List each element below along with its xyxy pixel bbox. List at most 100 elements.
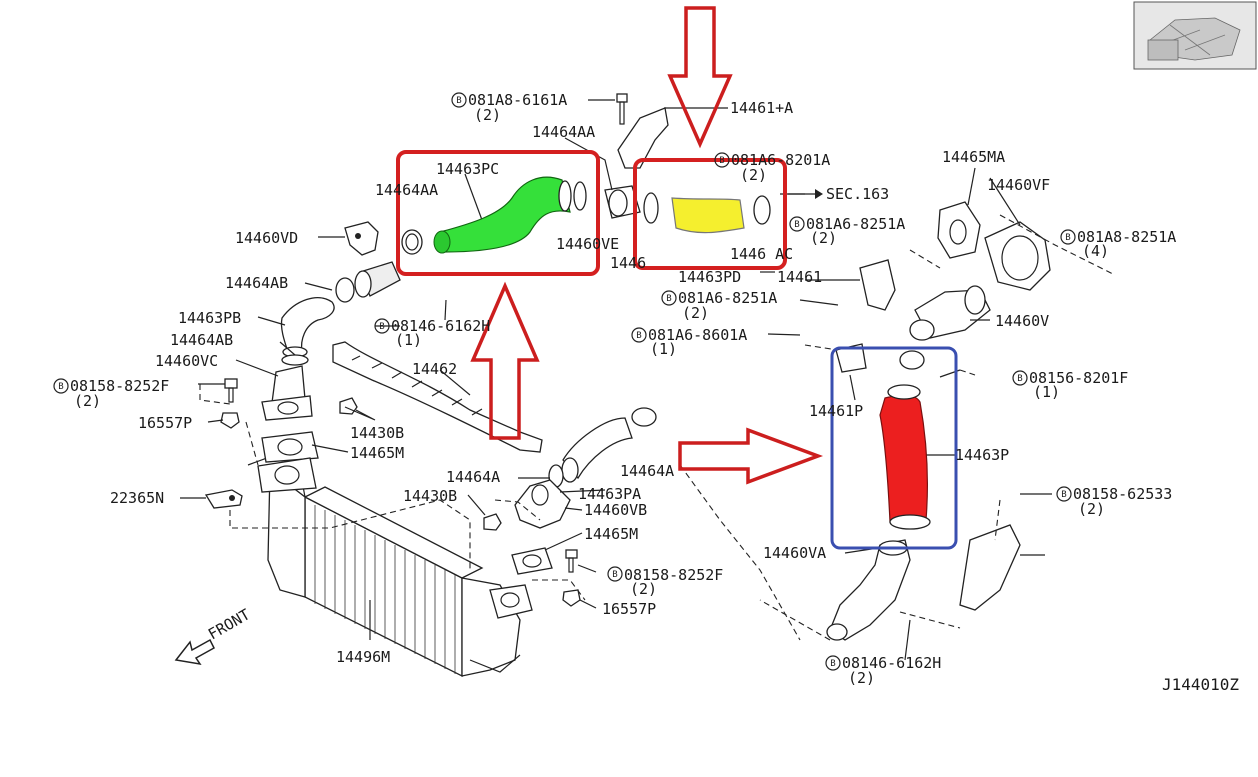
label-14464aa-top: 14464AA <box>532 123 595 141</box>
pipe-14460vc <box>261 365 313 421</box>
label-sec163: SEC.163 <box>826 185 889 203</box>
sensor-22365n <box>204 489 243 509</box>
bolt-08158-8252f-left <box>224 378 238 403</box>
label-081a8-8251a-qty: (4) <box>1082 242 1109 260</box>
label-14460vd: 14460VD <box>235 229 298 247</box>
label-08158-62533: 08158-62533 <box>1073 485 1172 503</box>
bolt-symbol-letters: BB BB BB BB BB BB <box>58 96 1070 669</box>
label-08146-6162h-bottom-qty: (2) <box>848 669 875 687</box>
label-14463pb: 14463PB <box>178 309 241 327</box>
svg-text:B: B <box>379 322 384 332</box>
label-08146-6162h-top-qty: (1) <box>395 331 422 349</box>
svg-text:B: B <box>1065 233 1070 243</box>
label-14430b-top: 14430B <box>350 424 404 442</box>
label-081a6-8251a-left-qty: (2) <box>682 304 709 322</box>
clamp-14464a-right <box>631 407 657 427</box>
label-14464a-mid: 14464A <box>446 468 500 486</box>
hose-14463pc-body <box>439 176 571 253</box>
label-14461p: 14461P <box>809 402 863 420</box>
label-14460v: 14460V <box>995 312 1049 330</box>
gasket-14465ma <box>937 201 981 259</box>
label-14464a-right: 14464A <box>620 462 674 480</box>
label-14460vb: 14460VB <box>584 501 647 519</box>
diagram-code: J144010Z <box>1162 675 1239 694</box>
svg-text:B: B <box>456 96 461 106</box>
bracket-14461 <box>859 259 896 311</box>
heat-shield <box>959 524 1045 611</box>
label-14464aa: 14464AA <box>375 181 438 199</box>
nut-16557p-left <box>220 412 240 429</box>
label-08158-8252f-mid: 08158-8252F <box>624 566 723 584</box>
label-08156-8201f: 08156-8201F <box>1029 369 1128 387</box>
hose-14463pb <box>280 297 335 358</box>
label-08146-6162h-bottom: 08146-6162H <box>842 654 941 672</box>
hose-14463p-body <box>879 394 929 523</box>
label-14463pd: 14463PD <box>678 268 741 286</box>
bracket-14461p <box>835 343 867 373</box>
label-14461: 14461 <box>777 268 822 286</box>
highlight-box-red-hose <box>830 346 958 550</box>
label-08158-8252f-mid-qty: (2) <box>630 580 657 598</box>
connector-14460vd <box>354 261 401 298</box>
dashed-lines <box>199 214 1116 641</box>
svg-text:B: B <box>1061 490 1066 500</box>
hose-14463pd-body <box>671 197 745 234</box>
label-14460va: 14460VA <box>763 544 826 562</box>
sec163-arrow <box>788 189 823 199</box>
svg-text:B: B <box>58 382 63 392</box>
bolt-08158-8252f-mid <box>565 549 578 573</box>
hose-14463pa <box>561 417 633 483</box>
label-16557p-mid: 16557P <box>602 600 656 618</box>
label-14460vf: 14460VF <box>987 176 1050 194</box>
label-14463pa: 14463PA <box>578 485 641 503</box>
label-08146-6162h-top: 08146-6162H <box>391 317 490 335</box>
gasket-14465m-left <box>257 431 319 493</box>
label-081a6-8251a-mid: 081A6-8251A <box>806 215 905 233</box>
front-arrow <box>174 638 215 666</box>
svg-text:B: B <box>636 331 641 341</box>
label-14430b-mid: 14430B <box>403 487 457 505</box>
label-081a6-8201a-qty: (2) <box>740 166 767 184</box>
highlight-box-yellow-hose <box>633 158 787 270</box>
intercooler-core <box>247 454 521 678</box>
label-14460vc: 14460VC <box>155 352 218 370</box>
label-081a6-8251a-mid-qty: (2) <box>810 229 837 247</box>
arrow-up-to-14463pc <box>470 281 540 440</box>
svg-text:B: B <box>719 156 724 166</box>
bracket-14460vd <box>344 221 379 256</box>
label-08156-8201f-qty: (1) <box>1033 383 1060 401</box>
clamp-14464ab-bottom <box>281 354 309 366</box>
nut-16557p-mid <box>562 589 581 607</box>
svg-text:B: B <box>1017 374 1022 384</box>
label-081a6-8601a: 081A6-8601A <box>648 326 747 344</box>
bracket-14461a <box>616 93 669 169</box>
clamp-14464aa-left <box>401 229 423 255</box>
label-081a6-8251a-left: 081A6-8251A <box>678 289 777 307</box>
pipe-14460ve <box>604 185 641 219</box>
label-14465m-mid: 14465M <box>584 525 638 543</box>
arrow-down-to-14463pd <box>667 6 733 149</box>
label-14460ve: 14460VE <box>556 235 619 253</box>
clamp-14464ab-top <box>335 277 355 303</box>
label-14463p: 14463P <box>955 446 1009 464</box>
gasket-14465m-mid <box>511 547 553 575</box>
svg-text:B: B <box>794 220 799 230</box>
pipe-14460vb <box>514 479 571 529</box>
label-14465ma: 14465MA <box>942 148 1005 166</box>
arrow-right-to-14463p <box>678 427 824 485</box>
diagram-thumbnail[interactable] <box>1133 1 1257 70</box>
pipe-14460v <box>909 285 991 341</box>
intercooler-outlet-flange <box>489 584 533 619</box>
highlight-box-green-hose <box>396 150 600 276</box>
label-14464ab: 14464AB <box>170 331 233 349</box>
label-front: FRONT <box>205 605 253 643</box>
turbo-outlet-14460vf <box>984 221 1051 291</box>
svg-text:B: B <box>612 570 617 580</box>
label-22365n: 22365N <box>110 489 164 507</box>
label-08158-8252f-left: 08158-8252F <box>70 377 169 395</box>
hose-14463pd <box>643 192 771 234</box>
label-14464ac: 1446 AC <box>730 245 793 263</box>
label-14464ab-top: 14464AB <box>225 274 288 292</box>
label-081a8-6161a-qty: (2) <box>474 106 501 124</box>
